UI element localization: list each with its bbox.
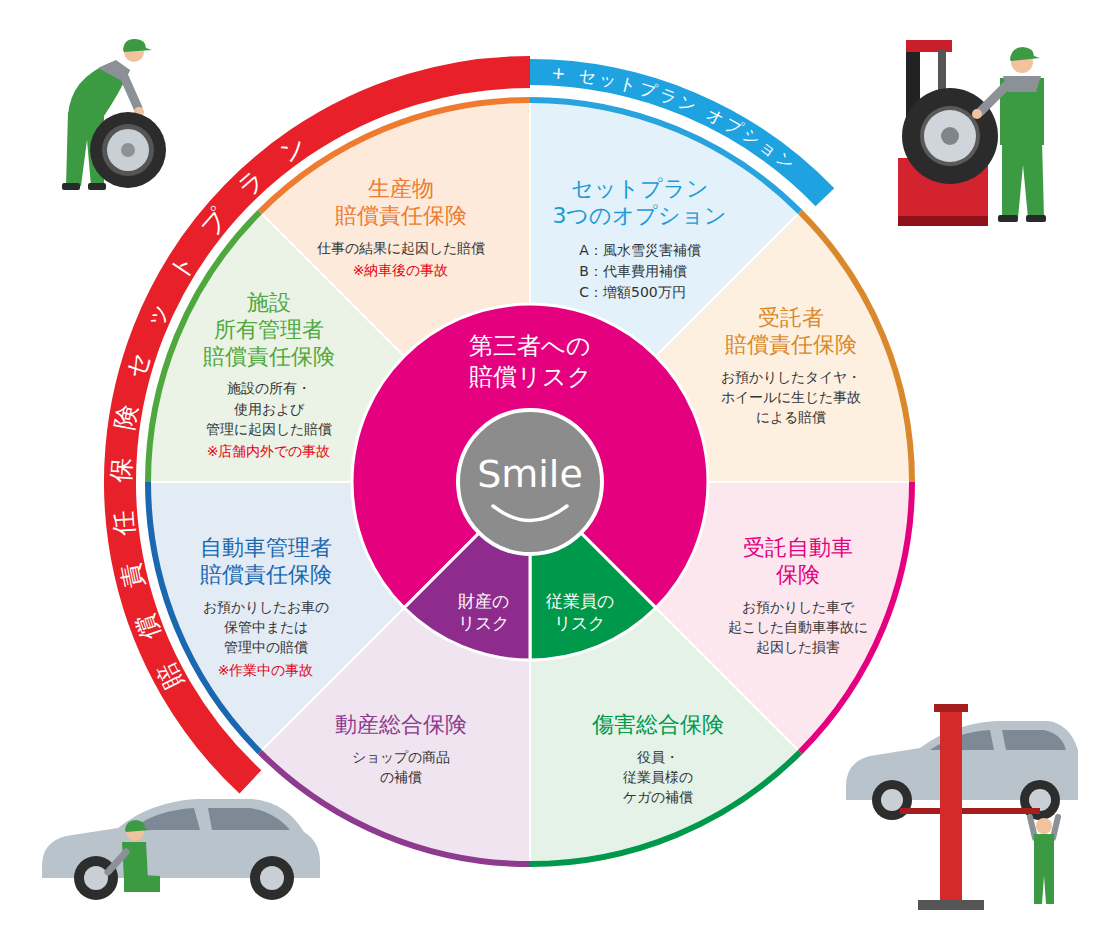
insurance-sector: 動産総合保険ショップの商品 の補償 — [334, 712, 467, 787]
car-lift-figure — [846, 704, 1078, 910]
logo-circle: Smile — [455, 407, 605, 557]
sector-note: ※作業中の事故 — [199, 660, 332, 680]
sector-body: お預かりした車で 起こした自動車事故に 起因した損害 — [728, 597, 868, 658]
sector-heading: 施設 所有管理者 賠償責任保険 — [203, 290, 335, 370]
sector-heading: セットプラン 3つのオプション — [553, 176, 728, 230]
sector-heading: 生産物 賠償責任保険 — [335, 176, 467, 230]
sector-heading: 自動車管理者 賠償責任保険 — [200, 535, 332, 589]
tire-changer-figure — [898, 40, 1046, 226]
sector-heading: 受託自動車 保険 — [743, 535, 853, 589]
option-item: A：風水雪災害補償 — [579, 240, 701, 261]
sector-body: お預かりしたお車の 保管中または 管理中の賠償 — [203, 597, 329, 658]
risk-segment: 従業員の リスク — [545, 590, 614, 634]
sector-body: ショップの商品 の補償 — [352, 747, 450, 788]
sector-heading: 傷害総合保険 — [592, 712, 724, 739]
option-item: B：代車費用補償 — [579, 261, 701, 282]
mechanic-figure — [62, 39, 166, 190]
option-item: C：増額500万円 — [579, 282, 701, 303]
sector-heading: 動産総合保険 — [335, 712, 467, 739]
sector-body: 施設の所有・使用および 管理に起因した賠償 — [206, 378, 332, 439]
sector-rim — [148, 482, 260, 752]
band-text: + セットプラン オプション — [551, 63, 801, 177]
logo-smile-curve — [493, 506, 567, 521]
band-text: 賠償責任保険セットプラン — [106, 115, 334, 693]
sector-body: お預かりしたタイヤ・ ホイールに生じた事故 による賠償 — [721, 367, 861, 428]
logo-text: Smile — [455, 453, 605, 497]
risk-label: 財産の リスク — [458, 590, 509, 634]
risk-segment: 第三者への 賠償リスク — [468, 331, 592, 393]
risk-segment: 財産の リスク — [457, 590, 509, 634]
sector-note: ※店舗内外での事故 — [202, 441, 335, 461]
risk-label: 従業員の リスク — [546, 590, 614, 634]
risk-label: 第三者への 賠償リスク — [469, 331, 592, 393]
sector-note: ※納車後の事故 — [316, 260, 485, 280]
band-label: 賠償責任保険セットプラン — [106, 115, 334, 693]
band-arc — [120, 72, 530, 782]
insurance-sector: 傷害総合保険役員・従業員様の ケガの補償 — [591, 712, 724, 808]
insurance-sector: 自動車管理者 賠償責任保険お預かりしたお車の 保管中または 管理中の賠償※作業中… — [199, 535, 332, 680]
car-figure — [42, 799, 320, 900]
sector-rim — [800, 482, 912, 752]
band-text-guide — [551, 79, 811, 192]
option-list: A：風水雪災害補償B：代車費用補償C：増額500万円 — [579, 240, 701, 303]
band-text-guide — [130, 126, 348, 682]
sector-rim — [530, 752, 800, 864]
insurance-sector: 生産物 賠償責任保険仕事の結果に起因した賠償※納車後の事故 — [316, 176, 485, 280]
sector-body: 仕事の結果に起因した賠償 — [317, 238, 485, 258]
sector-heading: 受託者 賠償責任保険 — [725, 305, 857, 359]
sector-body: 役員・従業員様の ケガの補償 — [623, 747, 693, 808]
insurance-sector: 受託者 賠償責任保険お預かりしたタイヤ・ ホイールに生じた事故 による賠償 — [720, 305, 861, 428]
insurance-sector: 施設 所有管理者 賠償責任保険施設の所有・使用および 管理に起因した賠償※店舗内… — [202, 290, 335, 462]
band-label: + セットプラン オプション — [551, 63, 801, 177]
insurance-sector: 受託自動車 保険お預かりした車で 起こした自動車事故に 起因した損害 — [727, 535, 868, 658]
option-sector: セットプラン 3つのオプション A：風水雪災害補償B：代車費用補償C：増額500万… — [552, 176, 728, 303]
